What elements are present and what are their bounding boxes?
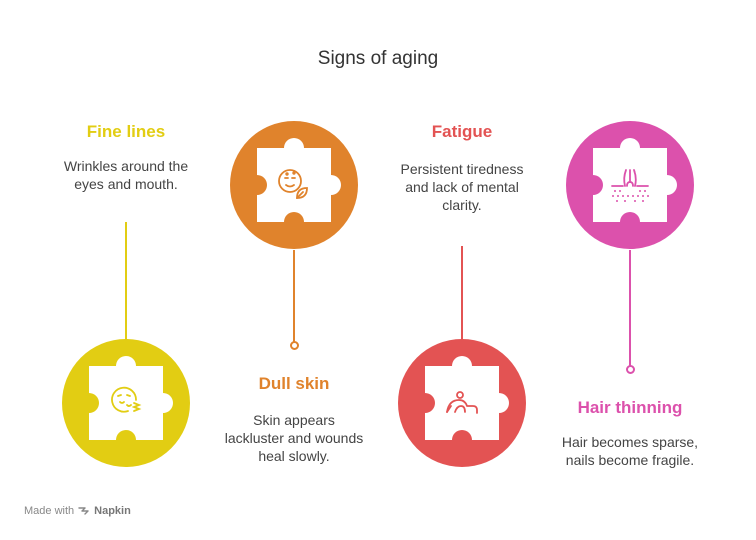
connector-dot-dull-skin — [290, 341, 299, 350]
puzzle-circle-dull-skin — [230, 121, 358, 249]
footer-brand: Napkin — [94, 505, 131, 517]
desc-line: and lack of mental — [405, 179, 519, 195]
heading-fatigue: Fatigue — [431, 122, 493, 141]
desc-dull-skin: Skin appears lackluster and wounds heal … — [198, 411, 390, 465]
desc-line: heal slowly. — [258, 448, 330, 464]
made-with-footer: Made with Napkin — [24, 505, 131, 517]
desc-line: eyes and mouth. — [74, 176, 178, 192]
desc-line: Skin appears — [253, 412, 335, 428]
face-wrinkle-icon — [111, 386, 142, 413]
desc-line: Persistent tiredness — [400, 161, 524, 177]
heading-fine-lines: Fine lines — [86, 122, 166, 141]
desc-line: nails become fragile. — [565, 452, 695, 468]
puzzle-circle-hair-thinning — [566, 121, 694, 249]
tired-person-icon — [446, 391, 478, 414]
connector-fatigue — [461, 246, 463, 340]
desc-fine-lines: Wrinkles around the eyes and mouth. — [36, 157, 216, 193]
connector-dull-skin — [293, 250, 295, 343]
hair-follicle-icon — [611, 169, 649, 187]
desc-fatigue: Persistent tiredness and lack of mental … — [372, 160, 552, 214]
face-leaf-icon — [278, 169, 308, 199]
connector-dot-hair-thinning — [626, 365, 635, 374]
puzzle-circle-fine-lines — [62, 339, 190, 467]
desc-line: Wrinkles around the — [63, 158, 189, 174]
puzzle-circle-fatigue — [398, 339, 526, 467]
footer-made-with: Made with — [24, 505, 75, 517]
connector-hair-thinning — [629, 250, 631, 367]
napkin-logo-icon — [78, 507, 89, 515]
desc-hair-thinning: Hair becomes sparse, nails become fragil… — [534, 433, 726, 469]
desc-line: clarity. — [442, 197, 482, 213]
desc-line: lackluster and wounds — [224, 430, 364, 446]
desc-line: Hair becomes sparse, — [561, 434, 699, 450]
connector-fine-lines — [125, 222, 127, 340]
diagram-title: Signs of aging — [317, 48, 439, 69]
heading-dull-skin: Dull skin — [258, 374, 330, 393]
heading-hair-thinning: Hair thinning — [577, 398, 683, 417]
